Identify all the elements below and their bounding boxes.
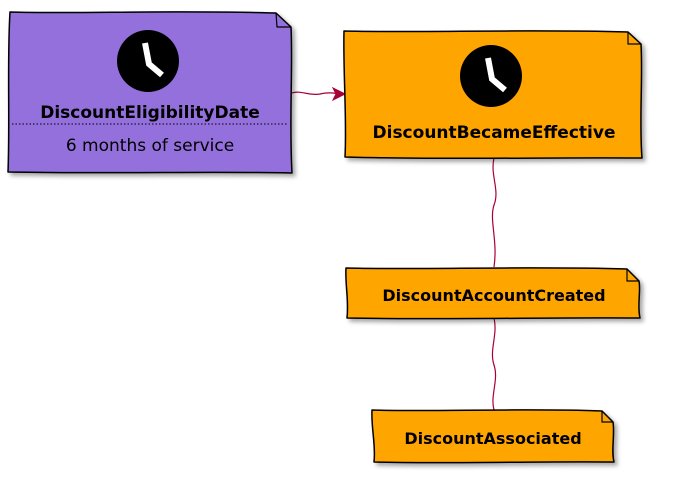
node-fold-corner	[627, 32, 641, 45]
node-subtitle: 6 months of service	[66, 136, 234, 156]
connector-effective-to-account-created	[491, 157, 497, 268]
node-discount-eligibility-date[interactable]: DiscountEligibilityDate 6 months of serv…	[7, 11, 293, 174]
node-fold-corner	[626, 269, 639, 282]
clock-icon	[460, 45, 522, 107]
connector-arrowhead	[331, 86, 347, 102]
node-title: DiscountEligibilityDate	[40, 103, 260, 123]
node-title: DiscountAccountCreated	[382, 286, 605, 305]
connectors	[291, 86, 497, 411]
node-title: DiscountBecameEffective	[373, 123, 616, 143]
node-discount-eligibility-date-body	[7, 11, 293, 174]
clock-icon	[117, 30, 179, 92]
connector-eligibility-to-effective	[291, 91, 341, 96]
node-fold-corner	[601, 411, 613, 423]
node-discount-became-effective[interactable]: DiscountBecameEffective	[343, 30, 643, 160]
node-discount-associated[interactable]: DiscountAssociated	[371, 409, 615, 464]
node-fold-corner	[275, 12, 291, 28]
node-discount-account-created[interactable]: DiscountAccountCreated	[345, 267, 641, 320]
connector-account-created-to-associated	[491, 317, 497, 411]
node-discount-associated-body	[371, 409, 615, 464]
node-title: DiscountAssociated	[404, 429, 581, 448]
node-discount-account-created-body	[345, 267, 641, 320]
